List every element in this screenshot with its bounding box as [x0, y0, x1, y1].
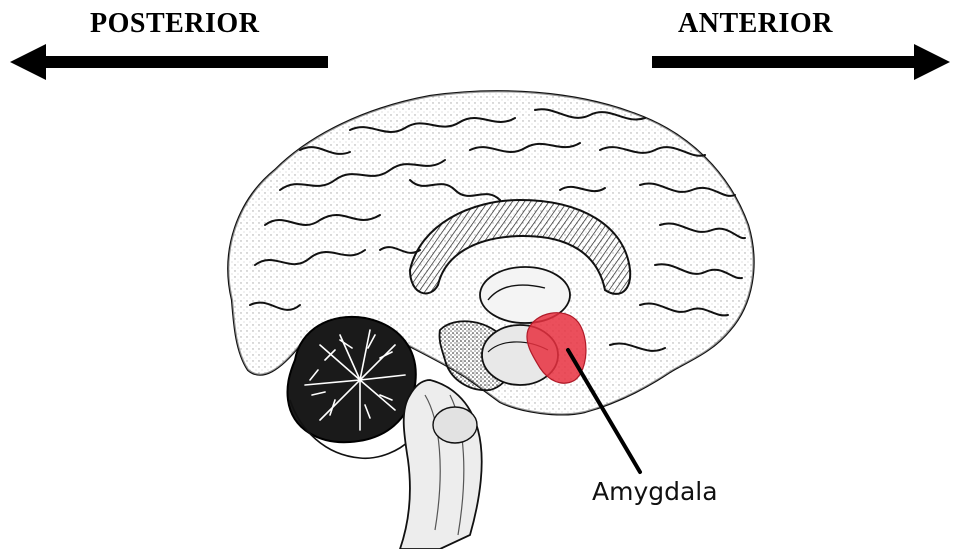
cerebellum [287, 317, 415, 442]
brainstem [400, 380, 482, 549]
amygdala-label: Amygdala [592, 477, 718, 506]
